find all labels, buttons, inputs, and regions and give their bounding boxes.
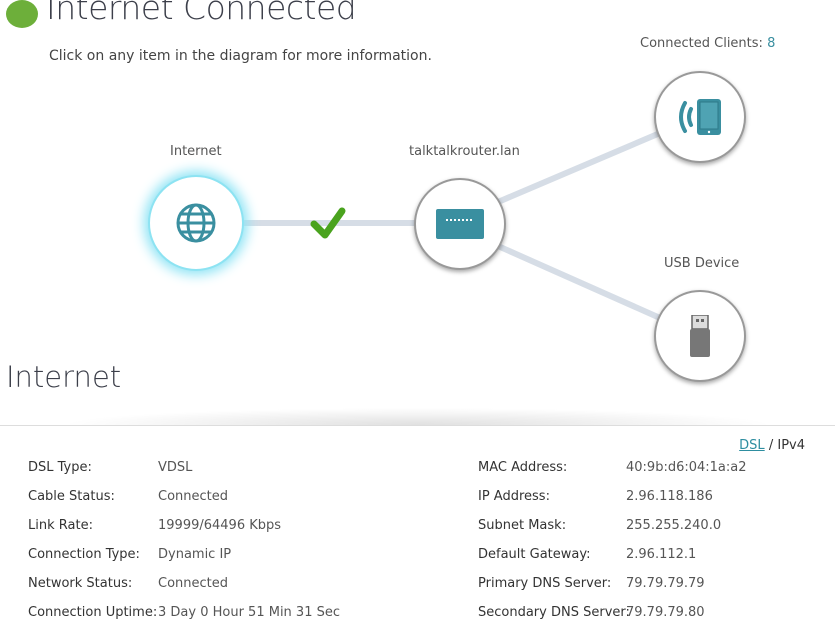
- proto-separator: /: [768, 438, 774, 453]
- clients-label: Connected Clients: 8: [640, 36, 775, 51]
- clients-count[interactable]: 8: [767, 36, 776, 51]
- dsl-link[interactable]: DSL: [739, 438, 765, 453]
- detail-value: 40:9b:d6:04:1a:a2: [626, 460, 747, 475]
- detail-value: 79.79.79.79: [626, 576, 705, 591]
- clients-text: Connected Clients:: [640, 36, 763, 51]
- detail-label: IP Address:: [478, 489, 550, 504]
- ipv4-current: IPv4: [777, 438, 805, 453]
- detail-value: Dynamic IP: [158, 547, 232, 562]
- detail-label: Link Rate:: [28, 518, 93, 533]
- router-label: talktalkrouter.lan: [409, 144, 520, 159]
- wireless-tablet-icon: [679, 99, 721, 135]
- detail-label: Connection Uptime:: [28, 605, 158, 620]
- detail-label: Connection Type:: [28, 547, 140, 562]
- detail-label: DSL Type:: [28, 460, 92, 475]
- globe-icon: [176, 203, 216, 243]
- detail-value: VDSL: [158, 460, 193, 475]
- detail-label: MAC Address:: [478, 460, 568, 475]
- section-divider: [0, 405, 835, 426]
- detail-value: Connected: [158, 576, 229, 591]
- internet-label: Internet: [170, 144, 222, 159]
- clients-node[interactable]: [654, 71, 746, 163]
- page-title: Internet Connected: [46, 0, 357, 27]
- diagram-hint: Click on any item in the diagram for mor…: [49, 48, 432, 64]
- connection-lines: [237, 130, 663, 321]
- router-icon: [436, 209, 484, 239]
- protocol-switch: DSL / IPv4: [739, 438, 805, 453]
- detail-value: 2.96.112.1: [626, 547, 697, 562]
- check-icon: [310, 207, 346, 239]
- section-title: Internet: [6, 360, 122, 394]
- detail-value: 79.79.79.80: [626, 605, 705, 620]
- link-router-clients: [495, 130, 663, 205]
- link-router-usb: [495, 243, 663, 321]
- detail-label: Cable Status:: [28, 489, 115, 504]
- detail-label: Subnet Mask:: [478, 518, 567, 533]
- usb-node[interactable]: [654, 290, 746, 382]
- detail-value: 3 Day 0 Hour 51 Min 31 Sec: [158, 605, 340, 620]
- detail-label: Secondary DNS Server:: [478, 605, 630, 620]
- detail-label: Network Status:: [28, 576, 133, 591]
- internet-node[interactable]: [148, 175, 244, 271]
- detail-value: 2.96.118.186: [626, 489, 713, 504]
- detail-value: 255.255.240.0: [626, 518, 722, 533]
- usb-label: USB Device: [664, 256, 740, 271]
- detail-label: Default Gateway:: [478, 547, 591, 562]
- status-indicator-icon: [6, 0, 38, 28]
- usb-drive-icon: [690, 315, 710, 357]
- detail-value: Connected: [158, 489, 229, 504]
- router-node[interactable]: [414, 178, 506, 270]
- detail-value: 19999/64496 Kbps: [158, 518, 282, 533]
- detail-label: Primary DNS Server:: [478, 576, 612, 591]
